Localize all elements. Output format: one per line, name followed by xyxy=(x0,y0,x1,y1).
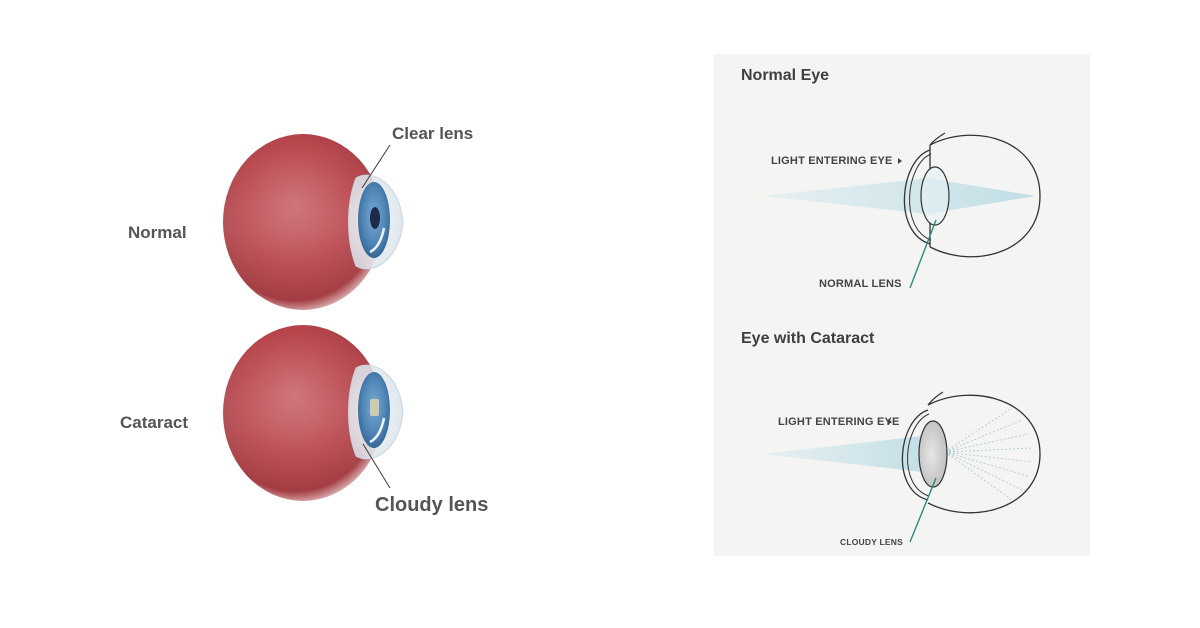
normal-eye-title: Normal Eye xyxy=(741,67,829,84)
normal-eye-cross-section xyxy=(763,132,1041,289)
cataract-light-beam xyxy=(763,436,935,472)
cloudy-lens-pointer-right xyxy=(909,477,937,543)
normal-label: Normal xyxy=(128,223,187,242)
normal-lens-shape xyxy=(920,166,950,226)
cataract-cloudy-spot xyxy=(370,399,379,416)
cataract-eye-illustration xyxy=(223,325,404,501)
normal-lens-pointer xyxy=(909,219,937,289)
normal-light-entering-label: LIGHT ENTERING EYE xyxy=(771,155,893,167)
cataract-label: Cataract xyxy=(120,413,188,432)
normal-eye-illustration xyxy=(223,134,404,310)
cataract-eye-cross-section xyxy=(763,391,1041,543)
cloudy-lens-shape xyxy=(918,420,948,488)
right-panel-background xyxy=(714,54,1090,556)
normal-light-beam xyxy=(763,178,1035,214)
normal-pupil xyxy=(370,207,380,229)
normal-eye-outline xyxy=(929,134,1041,258)
clear-lens-pointer xyxy=(361,144,391,189)
cloudy-lens-small-label: CLOUDY LENS xyxy=(840,537,903,547)
cloudy-lens-pointer xyxy=(362,443,391,489)
cataract-eye-outline xyxy=(927,394,1041,514)
cataract-eye-title: Eye with Cataract xyxy=(741,330,875,347)
normal-lens-label: NORMAL LENS xyxy=(819,278,902,290)
clear-lens-label: Clear lens xyxy=(392,124,473,143)
cloudy-lens-label: Cloudy lens xyxy=(375,494,488,516)
cataract-light-entering-label: LIGHT ENTERING EYE xyxy=(778,416,900,428)
scattered-light-rays xyxy=(944,407,1033,501)
